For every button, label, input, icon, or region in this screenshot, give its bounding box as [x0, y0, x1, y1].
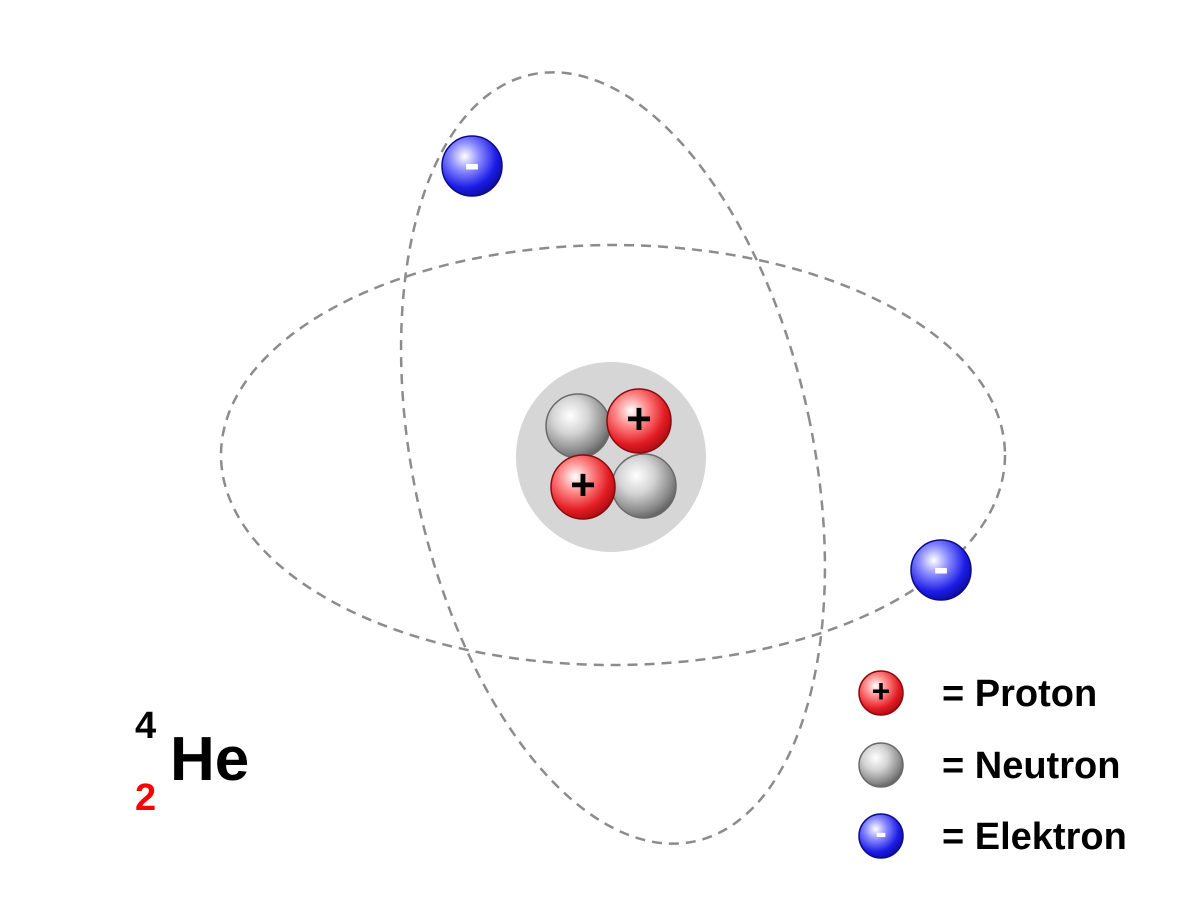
legend-electron-label: = Elektron	[942, 816, 1127, 858]
electron-right-ball	[910, 539, 972, 601]
proton-bottom-left	[550, 454, 616, 520]
legend-proton-icon	[858, 670, 904, 716]
mass-number: 4	[135, 705, 156, 747]
electron-right: -	[910, 539, 972, 601]
electron-top-ball	[441, 135, 503, 197]
proton-top-right-sign: +	[626, 395, 652, 444]
element-symbol: He	[170, 725, 249, 794]
legend-item-neutron: = Neutron	[858, 742, 1120, 788]
orbit-vertical	[399, 71, 827, 845]
proton-bottom-left-sign: +	[570, 461, 596, 510]
legend-neutron-label: = Neutron	[942, 745, 1120, 787]
atomic-number: 2	[135, 777, 156, 819]
electron-right-sign: -	[933, 541, 948, 593]
legend-electron-icon	[858, 813, 904, 859]
proton-top-right	[606, 388, 672, 454]
neutron-bottom-right	[611, 453, 677, 519]
nucleus-halo	[516, 362, 706, 552]
nucleus: + +	[516, 362, 706, 552]
legend-proton-sign: +	[872, 673, 891, 709]
legend-item-proton: + = Proton	[858, 670, 1097, 716]
legend-electron-sign: -	[875, 814, 886, 852]
legend-neutron-icon	[858, 742, 904, 788]
legend-item-electron: - = Elektron	[858, 813, 1127, 859]
orbit-horizontal	[219, 243, 1007, 667]
electron-top: -	[441, 135, 503, 197]
electron-top-sign: -	[464, 137, 479, 189]
legend: + = Proton = Neutron - = Elektron	[858, 670, 1127, 859]
neutron-top-left	[545, 393, 611, 459]
legend-proton-label: = Proton	[942, 673, 1097, 715]
isotope-notation: 4 2 He	[135, 705, 249, 819]
